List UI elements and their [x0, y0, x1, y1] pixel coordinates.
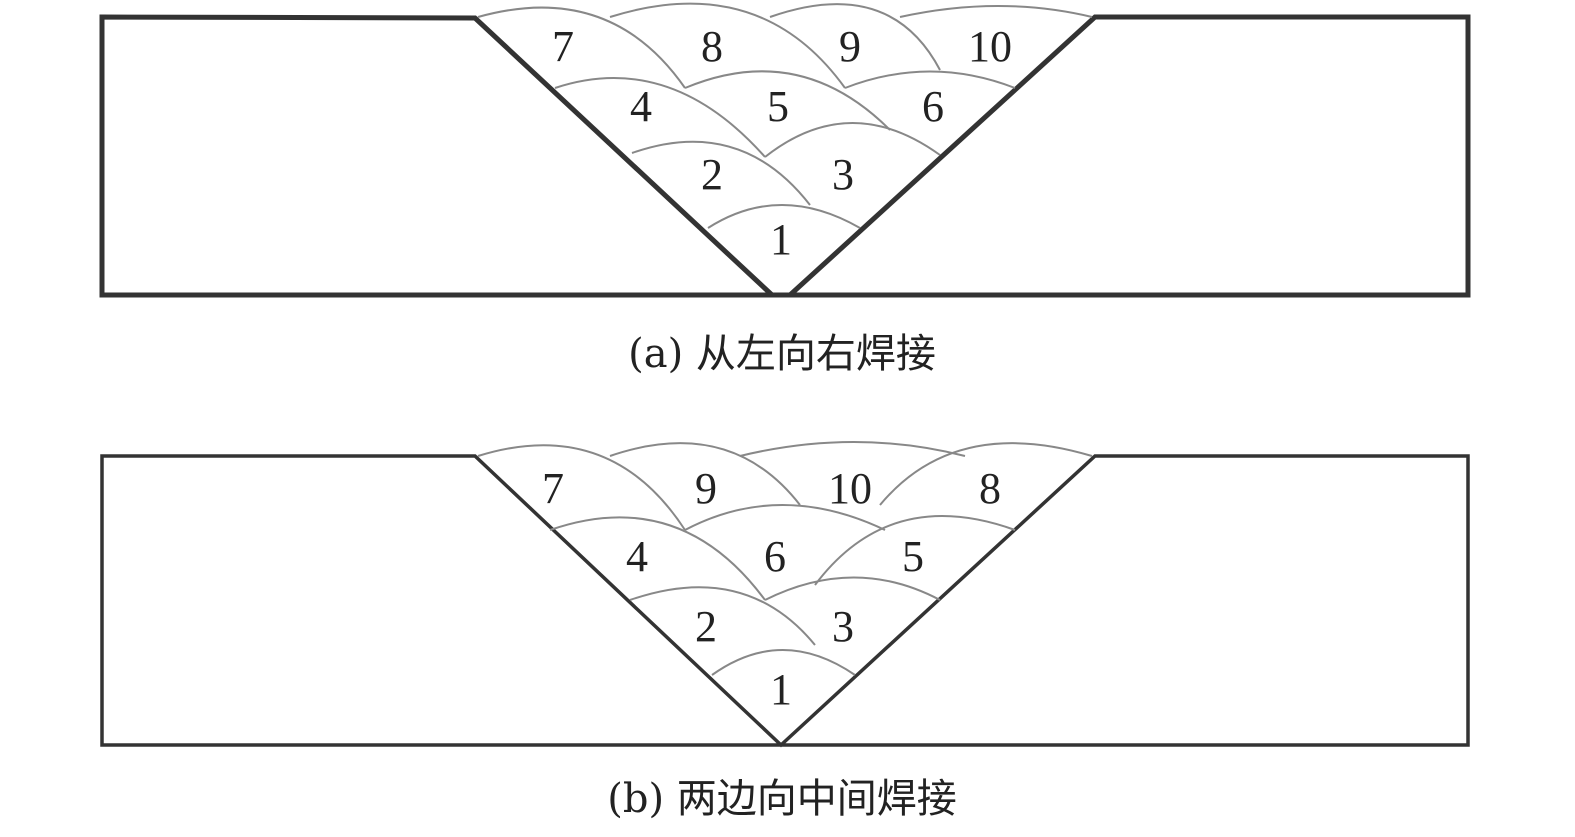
pass-label: 6: [922, 82, 944, 131]
pass-label: 5: [902, 532, 924, 581]
bead-arc-5: [814, 515, 1016, 586]
pass-label: 7: [552, 22, 574, 71]
bead-arc-10: [739, 441, 966, 457]
bead-arc-9: [769, 3, 941, 71]
bead-arc-1: [707, 204, 861, 229]
weld-beads-b: [477, 441, 1093, 676]
diagram-b-both-sides-to-middle: 1 2 3 4 5 6 7 8 9 10 (b) 两边向中间焊接: [100, 441, 1470, 822]
pass-label: 10: [968, 22, 1012, 71]
pass-label: 7: [542, 464, 564, 513]
pass-label: 3: [832, 150, 854, 199]
weld-beads-a: [477, 2, 1093, 229]
pass-label: 5: [767, 82, 789, 131]
bead-arc-8: [609, 2, 846, 89]
pass-label: 9: [839, 22, 861, 71]
pass-label: 8: [979, 464, 1001, 513]
plate-outline-a: [99, 14, 1471, 298]
bead-arc-4: [554, 77, 766, 158]
bead-arc-3: [764, 122, 941, 158]
bead-arc-8: [879, 442, 1093, 506]
bead-arc-7: [477, 444, 686, 531]
plate-outline-b: [100, 454, 1470, 748]
bead-arc-6: [684, 504, 886, 531]
pass-label: 4: [630, 82, 652, 131]
bead-arc-2: [631, 140, 811, 206]
bead-arc-7: [477, 6, 686, 89]
bead-arc-10: [899, 5, 1093, 18]
pass-label: 2: [701, 150, 723, 199]
caption-b: (b) 两边向中间焊接: [607, 776, 957, 822]
pass-label: 9: [695, 464, 717, 513]
pass-label: 3: [832, 602, 854, 651]
pass-label: 1: [770, 665, 792, 714]
bead-arc-4: [549, 516, 766, 601]
bead-arc-6: [844, 70, 1016, 89]
pass-label: 4: [626, 532, 648, 581]
diagram-a-left-to-right: 1 2 3 4 5 6 7 8 9 10 (a) 从左向右焊接: [99, 2, 1471, 377]
pass-label: 2: [695, 602, 717, 651]
bead-arc-5: [684, 70, 891, 131]
caption-a: (a) 从左向右焊接: [628, 331, 936, 377]
pass-label: 6: [764, 532, 786, 581]
pass-label: 10: [828, 464, 872, 513]
pass-label: 8: [701, 22, 723, 71]
bead-arc-2: [629, 586, 816, 646]
bead-arc-3: [764, 576, 941, 601]
bead-arc-1: [711, 649, 856, 676]
pass-label: 1: [770, 215, 792, 264]
bead-arc-9: [609, 442, 801, 506]
